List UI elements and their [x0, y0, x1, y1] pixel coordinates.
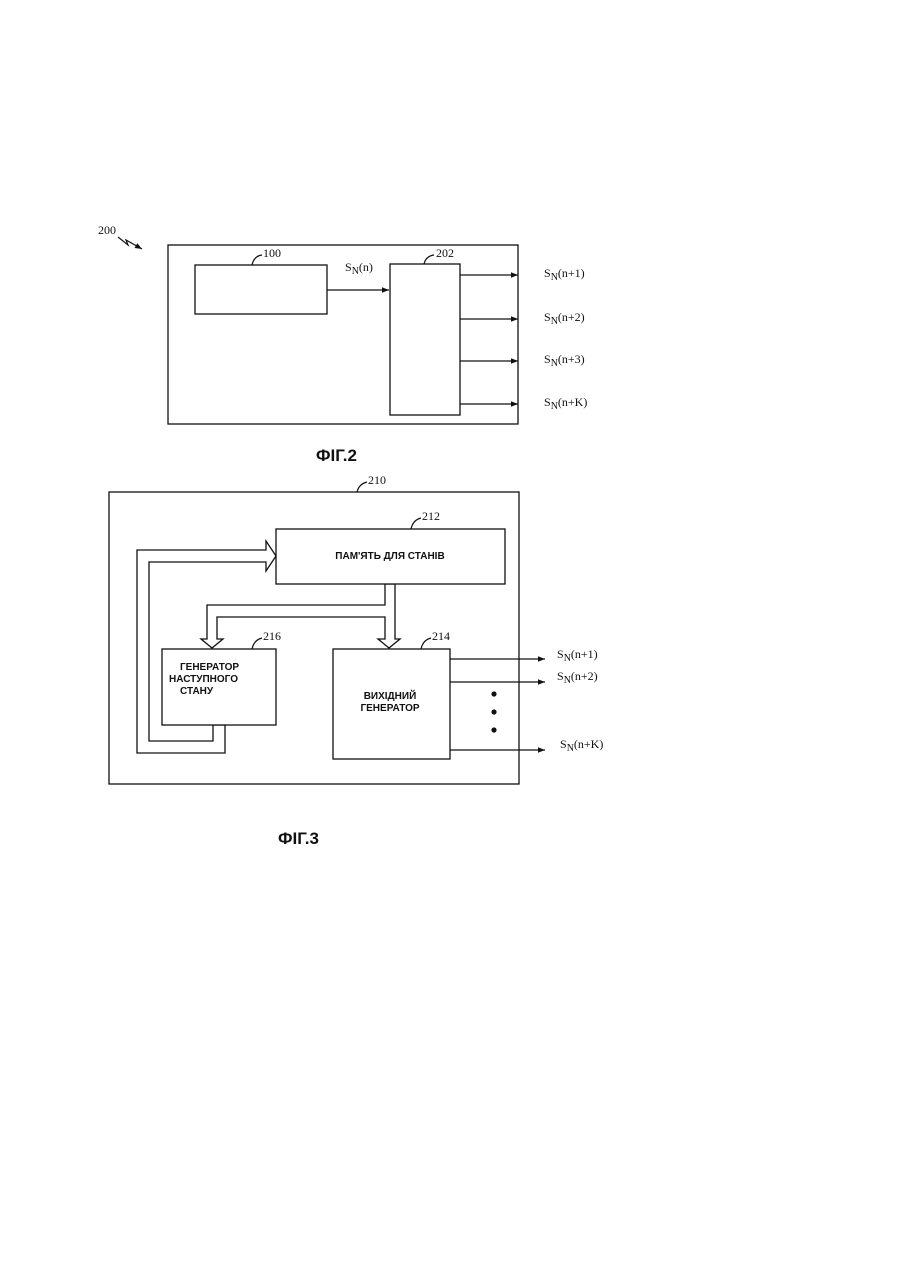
fig3-ref-212: 212 — [422, 509, 440, 523]
fig3-ellipsis-dot-3 — [491, 727, 496, 732]
fig3-ellipsis-dot-1 — [491, 691, 496, 696]
fig3: 210 ПАМ'ЯТЬ ДЛЯ СТАНІВ 212 ГЕНЕРАТОР НАС… — [109, 473, 603, 848]
fig2-ref-202: 202 — [436, 246, 454, 260]
fig2-ref-100: 100 — [263, 246, 281, 260]
fig3-output-label-2: SN(n+2) — [557, 669, 598, 686]
fig2: 200 100 202 SN(n) SN(n+1) SN(n+2) SN(n+3… — [98, 223, 587, 465]
fig3-ref-216: 216 — [263, 629, 281, 643]
fig2-output-label-1: SN(n+1) — [544, 266, 585, 283]
fig2-output-label-2: SN(n+2) — [544, 310, 585, 327]
fig2-caption: ФІГ.2 — [316, 446, 357, 465]
fig3-ellipsis-dot-2 — [491, 709, 496, 714]
fig2-ref-200-zigzag — [118, 237, 142, 249]
fig3-output-label-k: SN(n+K) — [560, 737, 603, 754]
fig3-memory-label: ПАМ'ЯТЬ ДЛЯ СТАНІВ — [335, 551, 444, 562]
fig3-next-state-label-line2: НАСТУПНОГО — [169, 674, 238, 685]
fig3-output-gen-label-line1: ВИХІДНИЙ — [364, 689, 417, 702]
fig2-output-label-k: SN(n+K) — [544, 395, 587, 412]
fig3-ref-210: 210 — [368, 473, 386, 487]
fig3-next-state-label-line1: ГЕНЕРАТОР — [180, 662, 239, 673]
fig2-output-label-3: SN(n+3) — [544, 352, 585, 369]
fig2-ref-200: 200 — [98, 223, 116, 237]
fig3-output-label-1: SN(n+1) — [557, 647, 598, 664]
fig3-output-gen-label-line2: ГЕНЕРАТОР — [360, 703, 419, 714]
fig3-ref-214: 214 — [432, 629, 450, 643]
fig2-block-202 — [390, 264, 460, 415]
fig3-leader-210 — [357, 482, 367, 492]
fig2-block-100 — [195, 265, 327, 314]
fig3-caption: ФІГ.3 — [278, 829, 319, 848]
fig3-next-state-label-line3: СТАНУ — [180, 686, 214, 697]
